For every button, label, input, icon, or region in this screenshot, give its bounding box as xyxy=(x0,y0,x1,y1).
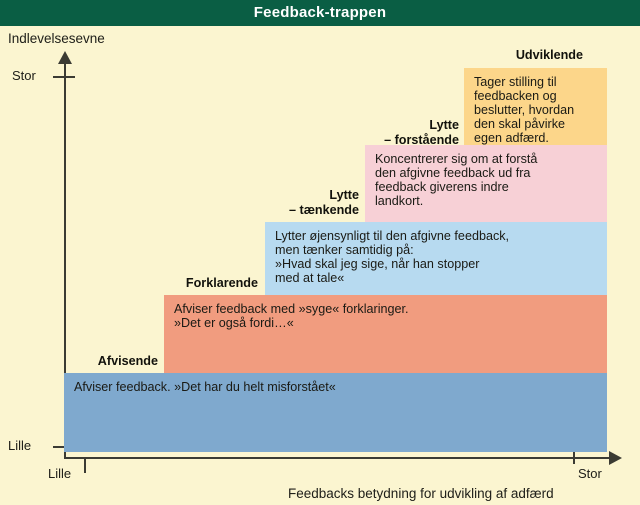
y-axis-label-low: Lille xyxy=(8,438,32,453)
step-label-lytte-forstaaende: Lytte – forstående xyxy=(384,118,459,147)
y-axis-label-high: Stor xyxy=(12,68,36,83)
step-label-udviklende: Udviklende xyxy=(515,48,583,62)
step-label-afvisende: Afvisende xyxy=(97,354,158,368)
x-axis-line xyxy=(64,457,612,459)
x-axis-label-low: Lille xyxy=(48,466,72,481)
step-block-lytte-forstaaende: Koncentrerer sig om at forstå den afgivn… xyxy=(365,145,607,222)
title-bar: Feedback-trappen xyxy=(0,0,640,26)
step-text-udviklende: Tager stilling til feedbacken og beslutt… xyxy=(474,75,575,146)
step-text-forklarende: Afviser feedback med »syge« forklaringer… xyxy=(174,302,409,331)
x-axis-tick-high xyxy=(573,448,575,464)
step-block-lytte-taenkende: Lytter øjensynligt til den afgivne feedb… xyxy=(265,222,607,295)
y-axis-arrow-icon xyxy=(58,51,72,64)
x-axis-label-high: Stor xyxy=(578,466,602,481)
step-label-lytte-taenkende: Lytte – tænkende xyxy=(289,188,359,217)
step-label-forklarende: Forklarende xyxy=(185,276,258,290)
y-axis-tick-high xyxy=(53,76,75,78)
step-block-afvisende: Afviser feedback. »Det har du helt misfo… xyxy=(64,373,607,452)
y-axis-line xyxy=(64,62,66,458)
step-block-udviklende: Tager stilling til feedbacken og beslutt… xyxy=(464,68,607,145)
page-title: Feedback-trappen xyxy=(253,4,387,21)
x-axis-tick-low xyxy=(84,457,86,473)
x-axis-arrow-icon xyxy=(609,451,622,465)
step-text-lytte-forstaaende: Koncentrerer sig om at forstå den afgivn… xyxy=(375,152,538,209)
y-axis-title: Indlevelsesevne xyxy=(8,31,105,46)
step-text-lytte-taenkende: Lytter øjensynligt til den afgivne feedb… xyxy=(275,229,510,286)
step-block-forklarende: Afviser feedback med »syge« forklaringer… xyxy=(164,295,607,373)
step-text-afvisende: Afviser feedback. »Det har du helt misfo… xyxy=(74,380,336,394)
x-axis-title: Feedbacks betydning for udvikling af adf… xyxy=(288,486,554,501)
